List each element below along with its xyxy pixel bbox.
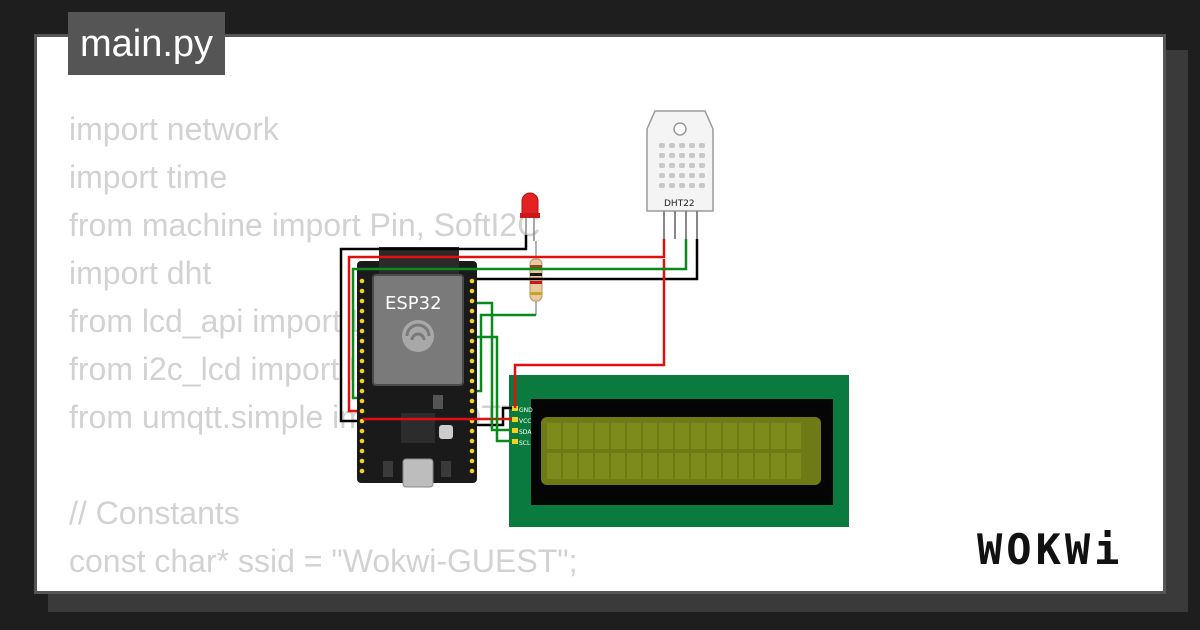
code-line: from machine import Pin, SoftI2C [69,207,541,243]
code-line: // Constants [69,495,240,531]
lcd-pin-sda: SDA [519,429,532,436]
wires [339,235,699,443]
lcd-pin-vcc: VCC [519,418,531,425]
code-line: const char* ssid = "Wokwi-GUEST"; [69,543,578,579]
wire-vcc-main [513,259,666,408]
code-line: import dht [69,255,212,291]
dht22-label: DHT22 [664,199,695,209]
esp32-pins-left [359,278,365,474]
wire-led-resistor [477,303,536,315]
dht22-sensor[interactable]: DHT22 [646,110,714,239]
wire-vcc-dht [347,239,666,413]
lcd-display[interactable]: GND VCC SDA SCL [509,375,849,527]
wire-dht-data [351,239,688,400]
wire-gnd-dht [477,239,699,281]
lcd-pin-scl: SCL [519,440,531,447]
code-line: import time [69,159,228,195]
wire-lcd-scl [477,335,512,443]
esp32-board[interactable]: ESP32 [357,247,477,488]
wokwi-logo: WOKWi [977,525,1124,574]
wire-lcd-sda [477,301,512,432]
espressif-icon [402,320,434,352]
lcd-pin-labels: GND VCC SDA SCL [512,406,533,447]
wire-gnd-led [339,235,528,423]
code-background: import network import time from machine … [69,105,602,591]
esp32-pins-right [469,278,475,474]
wire-gnd-lcd [477,406,512,427]
lcd-pin-gnd: GND [519,407,533,414]
led-component[interactable] [520,192,540,241]
wire-led-signal [477,313,536,393]
sensor-grille [659,143,705,188]
file-tab[interactable]: main.py [68,12,226,75]
circuit-diagram: ESP32 [339,110,849,527]
code-line: import network [69,111,279,147]
esp32-label: ESP32 [385,293,442,314]
preview-card: import network import time from machine … [34,34,1166,594]
lcd-char-cells [547,423,801,479]
